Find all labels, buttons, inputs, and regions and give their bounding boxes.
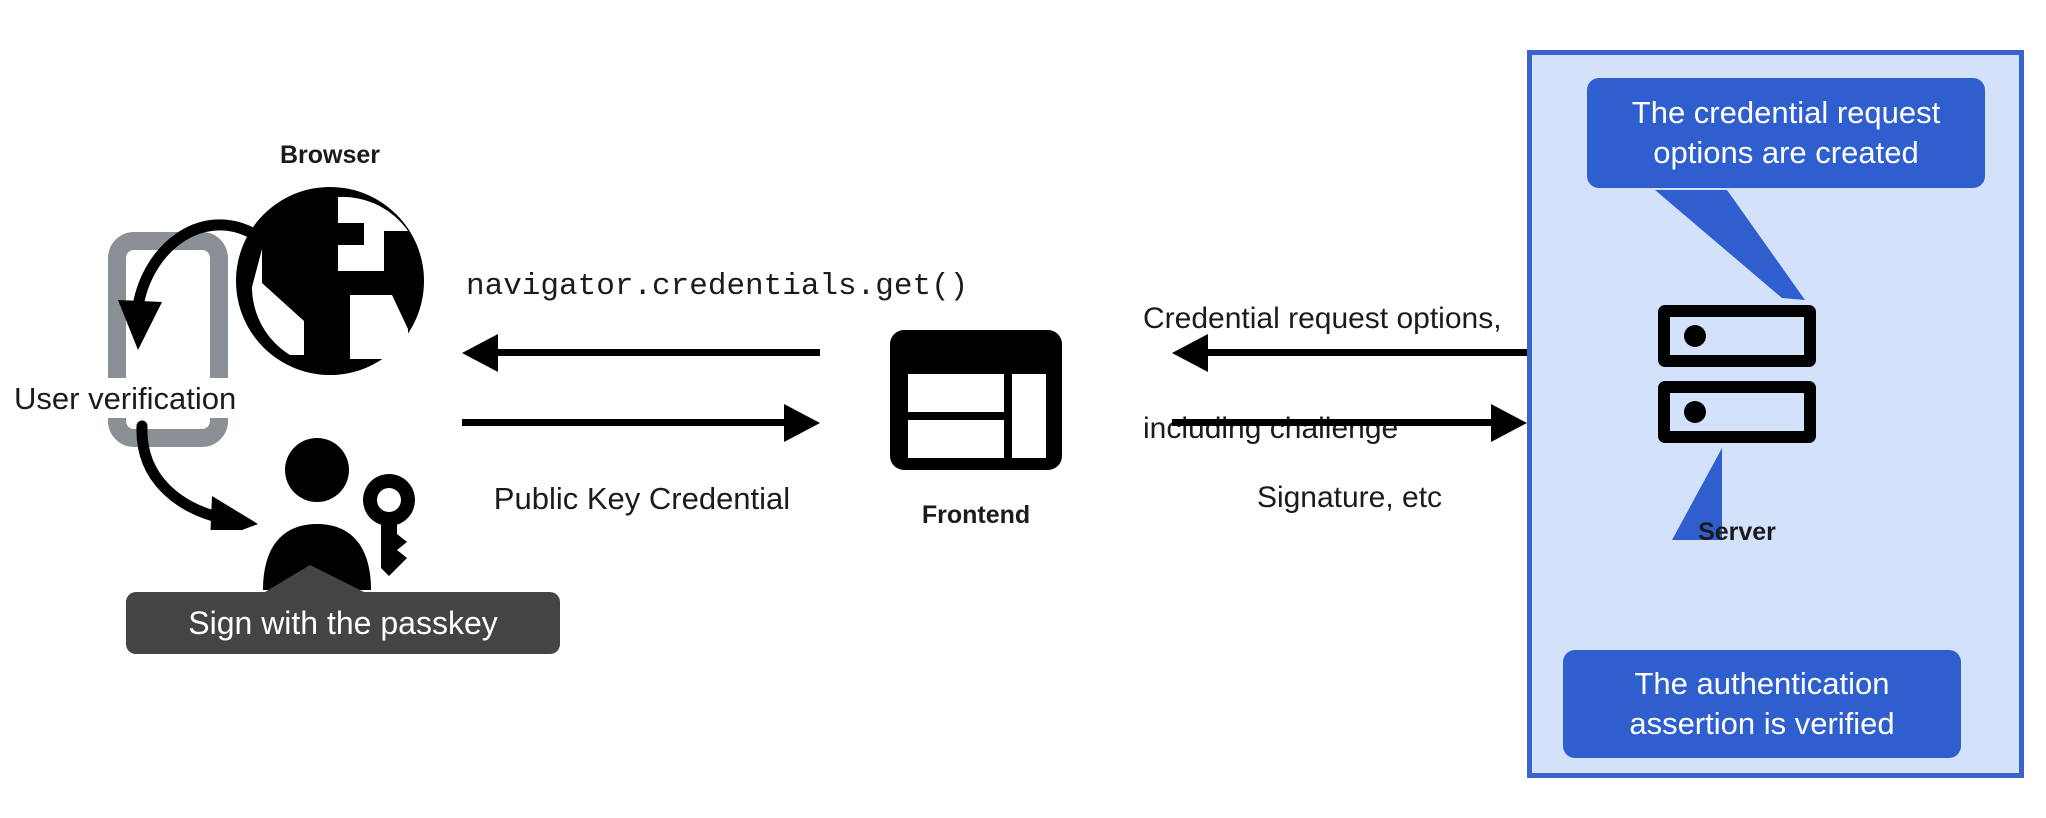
right-arrow-top-label-line2: including challenge: [1143, 411, 1399, 445]
middle-arrow-bottom-label: Public Key Credential: [493, 481, 791, 516]
callout-authentication-assertion: The authentication assertion is verified: [1563, 650, 1961, 758]
right-arrow-bottom-label: Signature, etc: [1256, 481, 1443, 514]
verification-curved-arrows: [118, 219, 258, 530]
server-bay-top: [1658, 305, 1816, 367]
frontend-label: Frontend: [921, 501, 1031, 529]
user-verification-label: User verification: [14, 381, 237, 416]
browser-label: Browser: [279, 141, 381, 169]
callout-bottom-line1: The authentication: [1634, 666, 1890, 702]
server-label: Server: [1698, 518, 1776, 546]
server-led-bottom: [1684, 401, 1706, 423]
callout-top-line2: options are created: [1653, 135, 1919, 170]
globe-icon: [236, 187, 424, 375]
callout-pointers: [1655, 190, 1805, 540]
middle-arrow-top-label: navigator.credentials.get(): [466, 269, 969, 304]
server-rack-icon: [1658, 305, 1816, 443]
right-arrow-bottom: [1172, 404, 1527, 442]
right-arrow-top: [1172, 334, 1527, 372]
middle-arrow-top: [462, 334, 820, 372]
callout-credential-request-options: The credential request options are creat…: [1587, 78, 1985, 188]
label-backdrop: [14, 378, 264, 418]
server-bay-bottom: [1658, 381, 1816, 443]
server-led-top: [1684, 325, 1706, 347]
right-arrow-top-label: Credential request options, including ch…: [1143, 228, 1502, 521]
callout-bottom-line2: assertion is verified: [1629, 706, 1895, 741]
browser-window-icon: [890, 330, 1062, 470]
person-with-key-icon: [263, 438, 415, 590]
callout-sign-with-passkey: Sign with the passkey: [126, 592, 560, 654]
sign-callout-pointer: [260, 565, 370, 595]
callout-top-line1: The credential request: [1631, 95, 1941, 131]
middle-arrow-bottom: [462, 404, 820, 442]
right-arrow-top-label-line1: Credential request options,: [1143, 302, 1502, 336]
